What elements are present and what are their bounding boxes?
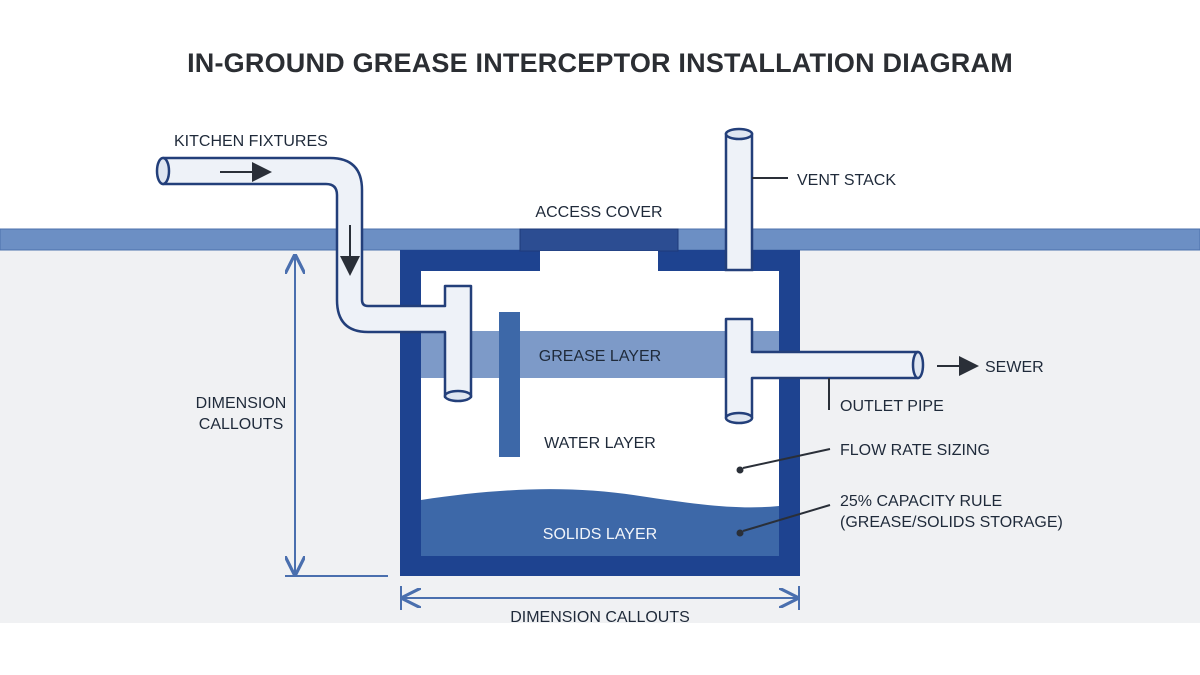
- outlet-tee-bottom: [724, 411, 754, 425]
- access-cover: [519, 228, 679, 252]
- outlet-pipe-end: [911, 350, 925, 380]
- grease-layer: [421, 331, 779, 378]
- solids-layer: [421, 489, 779, 556]
- vertical-dimension-label-line1: DIMENSION: [196, 395, 287, 412]
- flow-rate-dot: [736, 466, 744, 474]
- sewer-label: SEWER: [985, 359, 1044, 376]
- vertical-dimension-label-line2: CALLOUTS: [199, 416, 283, 433]
- kitchen-fixtures-label: KITCHEN FIXTURES: [174, 133, 328, 150]
- horizontal-dimension-label: DIMENSION CALLOUTS: [510, 609, 690, 626]
- vent-stack-label: VENT STACK: [797, 172, 896, 189]
- flow-rate-sizing-label: FLOW RATE SIZING: [840, 442, 990, 459]
- baffle: [499, 312, 520, 457]
- inlet-drop-end: [443, 389, 473, 403]
- inlet-pipe-open-end: [155, 156, 171, 186]
- capacity-rule-label-line2: (GREASE/SOLIDS STORAGE): [840, 514, 1063, 531]
- vent-stack-top: [724, 127, 754, 141]
- capacity-rule-label-line1: 25% CAPACITY RULE: [840, 493, 1002, 510]
- outlet-pipe-label: OUTLET PIPE: [840, 398, 944, 415]
- capacity-rule-leader: [742, 504, 831, 532]
- solids-layer-label: SOLIDS LAYER: [543, 526, 657, 543]
- capacity-rule-dot: [736, 529, 744, 537]
- water-layer-label: WATER LAYER: [544, 435, 656, 452]
- vent-stack: [724, 132, 754, 272]
- access-cover-label: ACCESS COVER: [535, 204, 662, 221]
- flow-rate-leader: [742, 448, 831, 469]
- grease-layer-label: GREASE LAYER: [539, 348, 661, 365]
- access-opening: [540, 251, 658, 271]
- diagram-title: IN-GROUND GREASE INTERCEPTOR INSTALLATIO…: [187, 48, 1013, 78]
